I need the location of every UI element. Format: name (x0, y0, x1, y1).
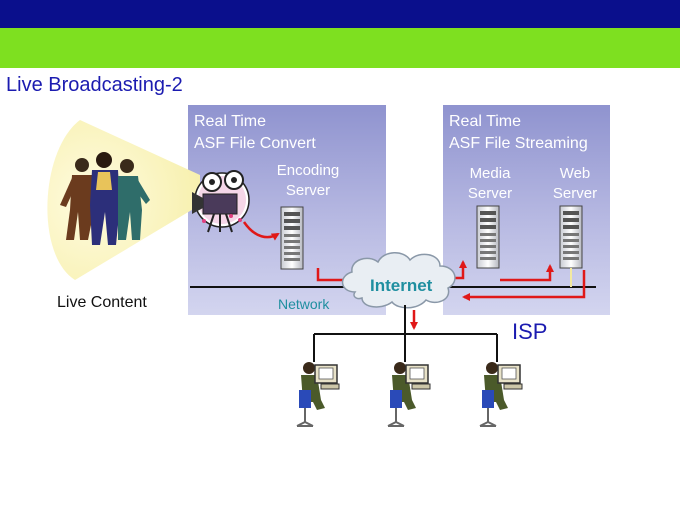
web-server-label-line2: Server (552, 185, 598, 202)
computer-user-icon (387, 362, 431, 427)
header-green-bar (0, 28, 680, 68)
computer-user-icon (479, 362, 523, 427)
convert-panel-title-line2: ASF File Convert (194, 135, 316, 152)
encoding-server-label-line1: Encoding (276, 162, 340, 179)
media-server-label-line2: Server (467, 185, 513, 202)
arrow-media-to-web (500, 264, 554, 282)
header-navy-bar (0, 0, 680, 28)
network-label: Network (278, 296, 330, 312)
live-content-label: Live Content (57, 294, 147, 311)
computer-user-icon (296, 362, 340, 427)
encoding-server-label-line2: Server (285, 182, 331, 199)
server-tower-icon (476, 205, 500, 269)
media-server-label-line1: Media (469, 165, 511, 182)
arrow-camera-to-encoder (242, 221, 280, 241)
video-camera-icon (192, 170, 250, 233)
server-tower-icon (280, 206, 304, 270)
arrow-web-to-internet (462, 270, 586, 301)
server-tower-icon (559, 205, 583, 269)
isp-label: ISP (512, 319, 548, 344)
arrow-internet-to-media (455, 260, 467, 280)
cloud-icon (341, 252, 456, 309)
arrow-encoder-to-internet (316, 268, 354, 284)
slide-title: Live Broadcasting-2 (6, 74, 183, 96)
people-group-icon (60, 152, 150, 245)
convert-panel-title-line1: Real Time (194, 113, 267, 130)
streaming-panel-title-line1: Real Time (449, 113, 522, 130)
internet-label: Internet (370, 276, 433, 295)
web-server-label-line1: Web (559, 165, 591, 182)
streaming-panel-title-line2: ASF File Streaming (449, 135, 588, 152)
